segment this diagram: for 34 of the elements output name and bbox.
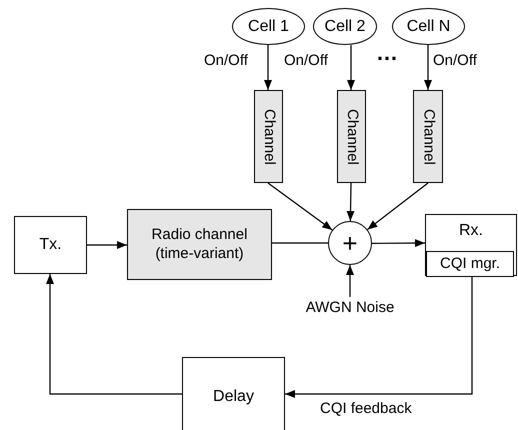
channel-box: [254, 90, 283, 183]
arrow: [285, 276, 473, 398]
arrow: [424, 45, 432, 90]
arrow: [347, 45, 355, 90]
arrow: [367, 182, 428, 230]
node-text: +: [342, 230, 358, 256]
arrow: [268, 182, 333, 230]
arrow: [372, 239, 425, 248]
delay-box: [182, 357, 285, 430]
node-text: Delay: [213, 387, 254, 407]
node-text: Channel: [342, 108, 362, 164]
node-text: Cell 1: [248, 16, 289, 36]
arrow: [46, 274, 182, 395]
edge-label: CQI feedback: [320, 400, 412, 419]
channel-box: [413, 90, 443, 183]
radio-channel-box: [127, 209, 272, 280]
node-text: Channel: [419, 108, 438, 164]
node-text: Channel: [260, 108, 279, 164]
summing-junction: [328, 221, 372, 265]
cqi-manager-box: [426, 251, 514, 277]
node-text: Tx.: [39, 235, 62, 255]
channel-box: [337, 90, 366, 183]
arrow: [87, 241, 127, 249]
transmitter-box: [14, 216, 87, 274]
node-text: Radio channel (time-variant): [150, 226, 248, 264]
node-text: Cell 2: [324, 16, 366, 36]
noise-label: AWGN Noise: [306, 298, 394, 318]
node-text: Cell N: [406, 16, 450, 36]
arrow: [264, 45, 272, 90]
node-text: CQI mgr.: [440, 254, 500, 274]
arrow: [346, 265, 354, 297]
receiver-box: [425, 214, 517, 276]
ellipsis-label: …: [376, 42, 398, 64]
arrow: [346, 182, 355, 222]
